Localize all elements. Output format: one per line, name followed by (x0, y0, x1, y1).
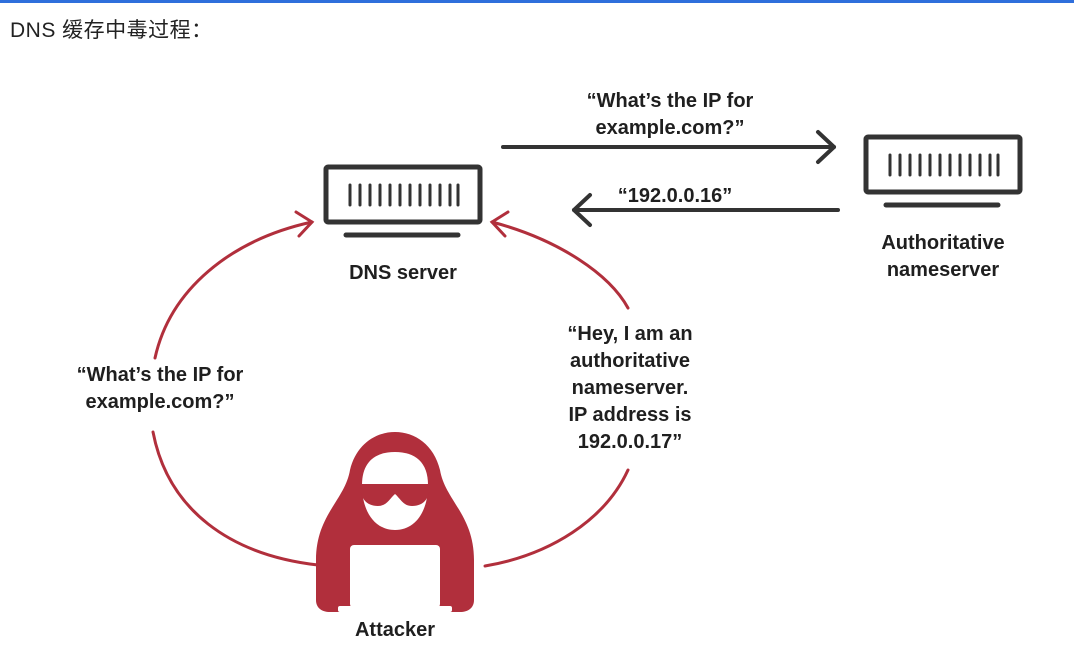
attacker-query-arc (151, 210, 320, 567)
authoritative-label: Authoritative nameserver (858, 230, 1028, 284)
spoof-response-arc (483, 210, 630, 568)
attacker-query-line1: “What’s the IP for (76, 364, 244, 386)
dns-server-icon (323, 164, 483, 238)
authoritative-label-line1: Authoritative (881, 232, 1005, 254)
query-to-auth-line1: “What’s the IP for (586, 90, 754, 112)
spoof-line4: IP address is (568, 404, 692, 426)
auth-response-message: “192.0.0.16” (617, 185, 733, 207)
attacker-label: Attacker (354, 619, 436, 641)
attacker-icon (316, 432, 474, 612)
spoof-message: “Hey, I am an authoritative nameserver. … (545, 321, 715, 456)
arrow-left-icon (572, 193, 840, 227)
spoof-line1: “Hey, I am an (567, 323, 693, 345)
dns-server-label: DNS server (349, 262, 457, 284)
spoof-line3: nameserver. (571, 377, 689, 399)
attacker-query-message: “What’s the IP for example.com?” (50, 362, 270, 416)
query-to-auth-line2: example.com?” (595, 117, 745, 139)
authoritative-label-line2: nameserver (886, 259, 1000, 281)
spoof-line2: authoritative (569, 350, 691, 372)
top-accent-line (0, 0, 1074, 3)
arrow-right-icon (501, 130, 836, 164)
attacker-query-line2: example.com?” (85, 391, 235, 413)
spoof-line5: 192.0.0.17” (577, 431, 683, 453)
query-to-auth-message: “What’s the IP for example.com?” (550, 88, 790, 142)
laptop-icon (338, 545, 452, 612)
authoritative-server-icon (863, 134, 1023, 208)
page-heading: DNS 缓存中毒过程： (10, 19, 213, 42)
